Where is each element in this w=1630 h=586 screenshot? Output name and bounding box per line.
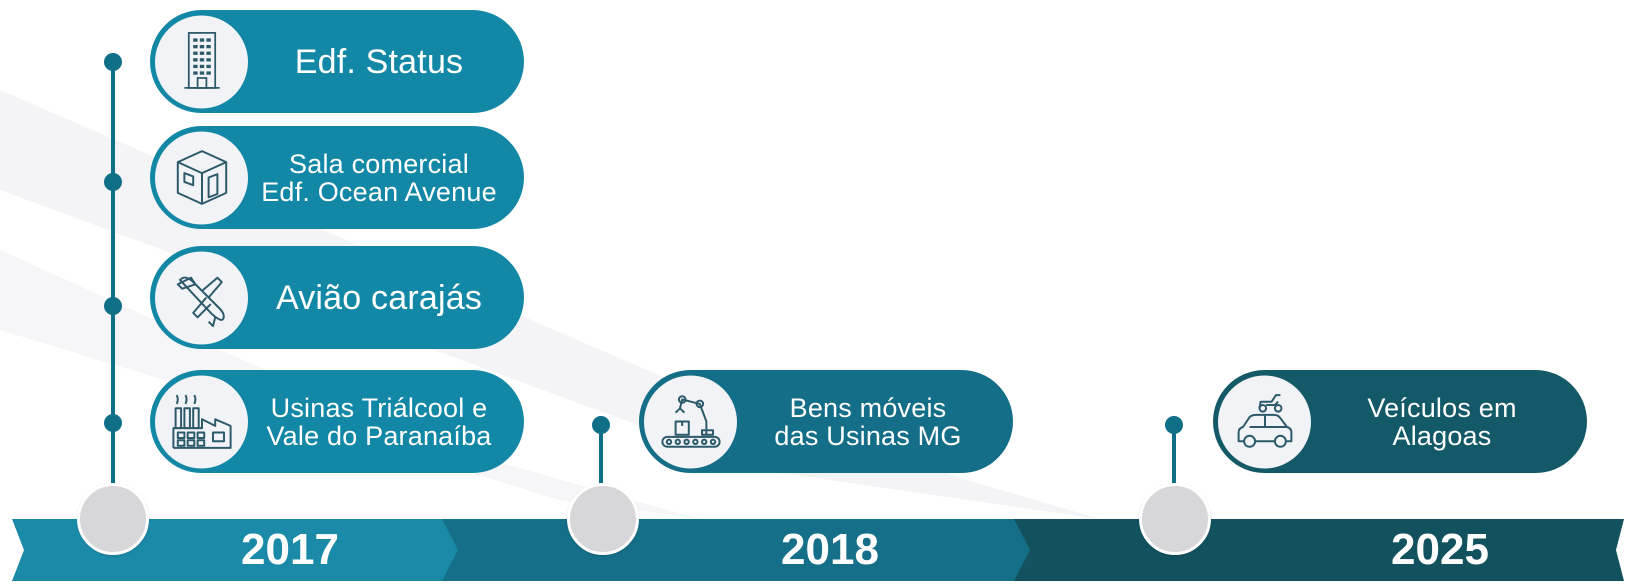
connector-line-2018: [599, 424, 603, 490]
connector-dot: [104, 173, 122, 191]
item-label: Edf. Status: [294, 42, 464, 81]
airplane-icon: [155, 251, 248, 344]
timeline-node-2025: [1139, 483, 1211, 555]
connector-dot: [1165, 416, 1183, 434]
item-label: Sala comercial Edf. Ocean Avenue: [261, 148, 497, 207]
item-label: Usinas Triálcool e Vale do Paranaíba: [266, 392, 492, 451]
connector-line-2017: [111, 61, 115, 491]
timeline-item-usinas: Usinas Triálcool e Vale do Paranaíba: [150, 370, 524, 473]
factory-icon: [155, 375, 248, 468]
connector-dot: [104, 297, 122, 315]
connector-dot: [104, 414, 122, 432]
timeline-item-bens-moveis: Bens móveis das Usinas MG: [639, 370, 1013, 473]
timeline-item-sala-comercial: Sala comercial Edf. Ocean Avenue: [150, 126, 524, 229]
year-2025: 2025: [1391, 525, 1489, 574]
timeline-item-edf-status: Edf. Status: [150, 10, 524, 113]
room-cube-icon: [155, 131, 248, 224]
building-icon: [155, 15, 248, 108]
year-2018: 2018: [781, 525, 879, 574]
timeline-node-2018: [567, 483, 639, 555]
timeline-item-aviao-carajas: Avião carajás: [150, 246, 524, 349]
car-scooter-icon: [1218, 375, 1311, 468]
item-label: Avião carajás: [275, 278, 483, 317]
connector-dot: [592, 416, 610, 434]
robot-arm-conveyor-icon: [644, 375, 737, 468]
item-label: Veículos em Alagoas: [1367, 392, 1517, 451]
year-2017: 2017: [241, 525, 339, 574]
connector-dot: [104, 53, 122, 71]
connector-line-2025: [1172, 424, 1176, 490]
timeline-node-2017: [77, 483, 149, 555]
timeline-item-veiculos: Veículos em Alagoas: [1213, 370, 1587, 473]
item-label: Bens móveis das Usinas MG: [774, 392, 962, 451]
